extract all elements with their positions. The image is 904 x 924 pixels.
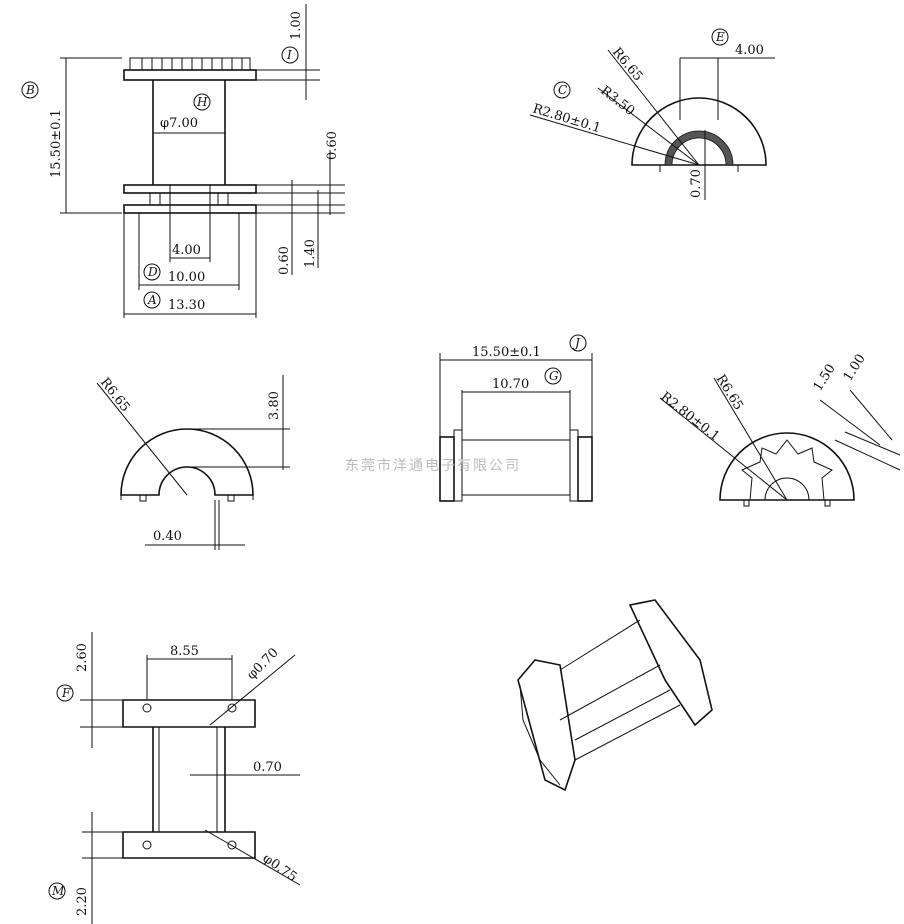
dim-length-mc: 15.50±0.1 (472, 345, 541, 360)
mid-left-section: R6.65 3.80 0.40 (96, 375, 290, 550)
dim-overall-height: 15.50±0.1 (49, 109, 64, 178)
dim-r-bore-mr: R2.80±0.1 (658, 389, 723, 444)
label-g: G (549, 369, 559, 383)
label-j: J (572, 336, 581, 350)
dim-tooth-mr: 1.50 (811, 362, 839, 395)
dim-pin-span: 10.00 (168, 270, 205, 285)
dim-top-h-bl: 2.60 (75, 643, 90, 672)
dim-slot-w-tr: 4.00 (735, 43, 764, 58)
dim-inner-mc: 10.70 (492, 377, 529, 392)
dim-tooth-gap-mr: 1.00 (841, 352, 869, 385)
label-e: E (715, 30, 725, 44)
label-i: I (286, 48, 292, 62)
dim-r-outer-ml: R6.65 (97, 375, 133, 415)
dim-wall-tr: 0.70 (689, 169, 704, 198)
dim-flange-step: 1.40 (303, 239, 318, 268)
dim-slot-w: 4.00 (172, 243, 201, 258)
dim-r-outer-mr: R6.65 (713, 372, 746, 413)
dim-flange-thk: 1.00 (289, 11, 304, 40)
mid-right-section: R2.80±0.1 R6.65 1.50 1.00 (658, 352, 901, 507)
isometric-view (517, 599, 713, 792)
bottom-left-section: 2.60 F 8.55 φ0.70 0.70 φ0.75 2.20 M (48, 632, 301, 924)
label-a: A (147, 293, 157, 307)
label-b: B (25, 83, 35, 97)
front-view: 15.50±0.1 B 1.00 I H φ7.00 0.60 0.60 1.4… (21, 4, 345, 318)
watermark: 东莞市洋通电子有限公司 (345, 457, 521, 474)
top-right-section: 4.00 E R6.65 R3.50 C R2.80±0.1 0.70 (529, 28, 775, 200)
label-f: F (61, 686, 71, 700)
label-m: M (51, 884, 65, 898)
label-d: D (147, 265, 158, 279)
dim-bore-dia: φ7.00 (160, 116, 198, 131)
dim-height-ml: 3.80 (267, 391, 282, 420)
dim-flange-w: 13.30 (168, 298, 205, 313)
dim-gap-top: 0.60 (325, 131, 340, 160)
label-c: C (558, 83, 567, 97)
dim-bot-h-bl: 2.20 (75, 887, 90, 916)
dim-r-inner-tr: R3.50 (598, 83, 638, 119)
dim-wall-bl: 0.70 (253, 760, 282, 775)
dim-span-bl: 8.55 (170, 644, 199, 659)
dim-hole-bot-bl: φ0.75 (260, 851, 300, 885)
mid-center-section: 15.50±0.1 J 10.70 G (439, 334, 593, 502)
dim-gap-mid: 0.60 (277, 246, 292, 275)
dim-r-outer-tr: R6.65 (609, 45, 645, 84)
label-h: H (196, 95, 208, 109)
dim-hole-top-bl: φ0.70 (244, 645, 282, 683)
dim-pin-gap-ml: 0.40 (153, 529, 182, 544)
dim-r-bore-tr: R2.80±0.1 (531, 101, 603, 136)
